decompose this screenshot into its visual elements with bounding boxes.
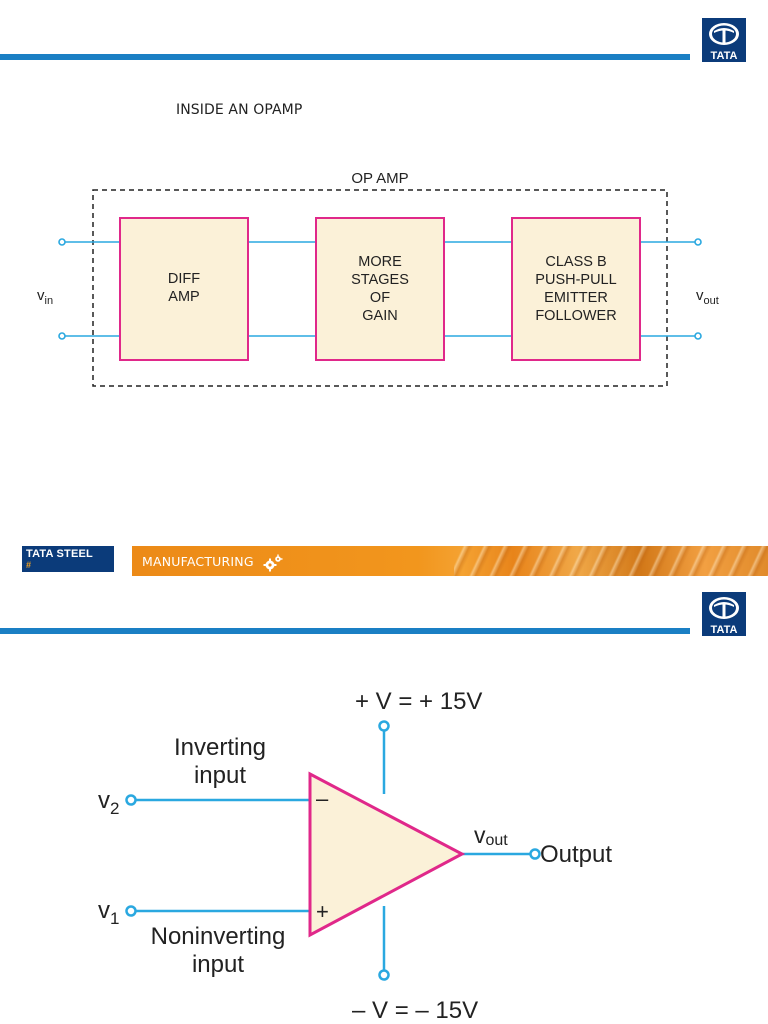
input-terminal-top bbox=[58, 238, 66, 246]
supply-positive-label: + V = + 15V bbox=[355, 688, 482, 715]
slide-inside-opamp: TATA INSIDE AN OPAMP OP AMP vin vout bbox=[0, 16, 768, 576]
v1-label: v1 bbox=[98, 897, 119, 928]
tata-steel-logo: TATA STEEL # bbox=[22, 546, 114, 572]
tata-logo-icon: TATA bbox=[700, 16, 748, 64]
container-label: OP AMP bbox=[351, 170, 408, 187]
svg-text:TATA: TATA bbox=[711, 50, 738, 62]
block-diff-amp bbox=[119, 217, 249, 361]
block-more-stages-line: GAIN bbox=[362, 308, 397, 324]
block-diff-amp-line: DIFF bbox=[168, 271, 200, 287]
supply-negative-label: – V = – 15V bbox=[352, 997, 478, 1024]
svg-text:TATA: TATA bbox=[711, 624, 738, 636]
opamp-symbol-diagram: + V = + 15V – V = – 15V – + Inverting in… bbox=[98, 688, 612, 1024]
block-class-b-line: EMITTER bbox=[544, 290, 608, 306]
vin-label: vin bbox=[37, 287, 53, 307]
input-terminal-bottom bbox=[58, 332, 66, 340]
v1-terminal bbox=[125, 905, 137, 917]
opamp-container bbox=[92, 189, 668, 387]
output-terminal bbox=[529, 848, 541, 860]
opamp-block-diagram: OP AMP vin vout DIFF AMP MORE bbox=[37, 170, 719, 387]
block-class-b-line: PUSH-PULL bbox=[535, 272, 616, 288]
opamp-triangle bbox=[308, 771, 466, 938]
output-terminal-bottom bbox=[694, 332, 702, 340]
header-bar bbox=[0, 628, 690, 634]
symbol-terminals bbox=[125, 720, 541, 981]
v2-label: v2 bbox=[98, 787, 119, 818]
vout-label: vout bbox=[696, 287, 719, 307]
noninverting-label-line: input bbox=[192, 951, 244, 978]
vout-label: vout bbox=[474, 822, 508, 849]
footer-band: MANUFACTURING bbox=[132, 546, 768, 576]
supply-wires bbox=[136, 730, 530, 970]
plus-sign: + bbox=[316, 899, 329, 924]
v2-terminal bbox=[125, 794, 137, 806]
tata-steel-brand: TATA STEEL bbox=[26, 548, 93, 560]
terminal-dots bbox=[58, 238, 702, 340]
block-class-b-line: FOLLOWER bbox=[535, 308, 616, 324]
tata-logo-icon: TATA bbox=[700, 590, 748, 638]
footer-stripes bbox=[454, 546, 768, 576]
block-more-stages-line: MORE bbox=[358, 254, 402, 270]
inverting-label-line: Inverting bbox=[174, 734, 266, 761]
block-more-stages bbox=[315, 217, 445, 361]
vminus-terminal bbox=[378, 969, 390, 981]
block-class-b-line: CLASS B bbox=[545, 254, 606, 270]
output-terminal-top bbox=[694, 238, 702, 246]
footer-label: MANUFACTURING bbox=[142, 554, 254, 569]
minus-sign: – bbox=[316, 786, 329, 811]
signal-wires bbox=[65, 241, 695, 337]
inverting-label-line: input bbox=[194, 762, 246, 789]
header-bar bbox=[0, 54, 690, 60]
block-more-stages-line: OF bbox=[370, 290, 390, 306]
block-more-stages-line: STAGES bbox=[351, 272, 409, 288]
block-class-b bbox=[511, 217, 641, 361]
output-label: Output bbox=[540, 841, 612, 868]
slide-title: INSIDE AN OPAMP bbox=[176, 102, 303, 118]
gear-icon bbox=[263, 554, 283, 572]
vplus-terminal bbox=[378, 720, 390, 732]
block-diff-amp-line: AMP bbox=[168, 289, 199, 305]
brand-mark: # bbox=[26, 560, 32, 570]
noninverting-label-line: Noninverting bbox=[151, 923, 286, 950]
slide-opamp-symbol: TATA + V = + 15V – V = – 15V – + Inv bbox=[0, 578, 768, 1024]
